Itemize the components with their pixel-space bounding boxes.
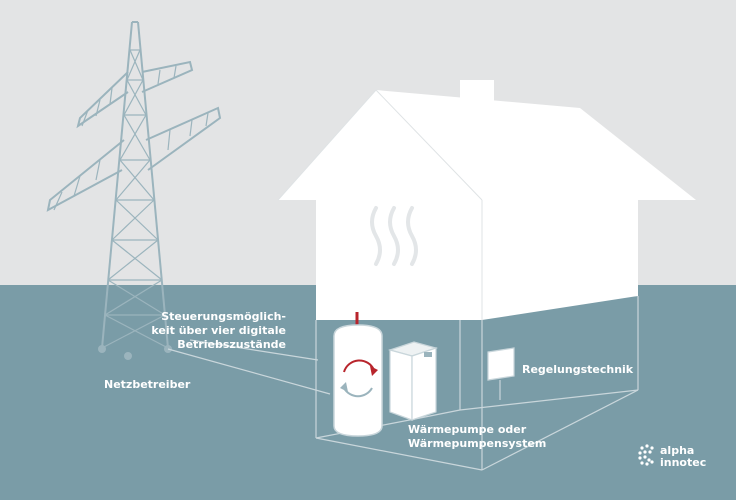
basement-outline bbox=[315, 296, 639, 471]
house-roof-edge bbox=[277, 89, 483, 201]
alpha-innotec-logo: alpha innotec bbox=[636, 440, 728, 480]
logo-text-line1: alpha bbox=[660, 444, 695, 457]
heat-pump-unit-icon bbox=[387, 341, 439, 421]
circulation-arrow-icon bbox=[340, 359, 378, 398]
control-box-icon bbox=[487, 347, 515, 400]
power-pylon-icon bbox=[46, 21, 222, 360]
connection-lines bbox=[167, 339, 331, 395]
house-side bbox=[482, 200, 638, 320]
house-body bbox=[316, 200, 482, 320]
storage-tank-icon bbox=[333, 312, 383, 437]
control-technology-label: Regelungstechnik bbox=[522, 363, 634, 376]
grid-operator-label: Netzbetreiber bbox=[104, 378, 191, 391]
logo-text: alpha innotec bbox=[660, 445, 706, 469]
heat-pump-label: Wärmepumpe oder Wärmepumpensystem bbox=[408, 423, 547, 450]
logo-text-line2: innotec bbox=[660, 456, 707, 469]
house-icon bbox=[277, 80, 696, 320]
house-roof bbox=[278, 90, 696, 200]
control-options-label: Steuerungsmöglich- keit über vier digita… bbox=[151, 310, 286, 351]
heat-waves-icon bbox=[370, 206, 418, 266]
logo-mark-icon bbox=[638, 444, 654, 466]
